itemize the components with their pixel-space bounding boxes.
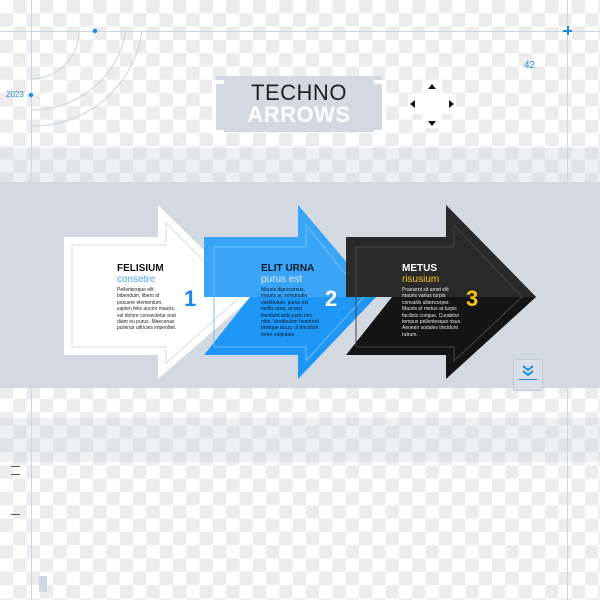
step-3-number: 3 (466, 286, 479, 311)
plus-icon-vertical (566, 26, 569, 35)
arrow-step-2-shape (204, 205, 376, 379)
arrow-step-1-shape (64, 205, 252, 379)
badge-bar (519, 379, 537, 380)
step-1-heading: FELISIUM (117, 263, 164, 274)
counter-label: 42 (524, 60, 536, 71)
step-2-body: Mauris dignissimus, mauris ac sollicitud… (261, 287, 319, 338)
step-3-subheading: risusium (402, 274, 440, 285)
double-chevron-down-icon (522, 365, 534, 377)
step-3-body: Praesent sit amet elit mauris varius tur… (402, 287, 462, 338)
step-2-subheading: purus est (261, 274, 303, 285)
tick-mark (11, 514, 20, 515)
bracket-right (374, 80, 386, 134)
arrow-step-3-shape (346, 205, 536, 379)
year-label: 2023 (6, 90, 24, 99)
lower-band (0, 418, 600, 462)
step-1-number: 1 (184, 286, 197, 311)
title-line-1: TECHNO (251, 80, 347, 105)
guide-line-top (0, 31, 600, 32)
step-1-body: Pellentesque elit bibendum, libero id po… (117, 287, 177, 332)
tick-mark (11, 474, 20, 475)
step-2-heading: ELIT URNA (261, 263, 315, 274)
scroll-block (39, 576, 47, 592)
radial-arcs-decoration (28, 28, 143, 127)
step-3-heading: METUS (402, 263, 437, 274)
step-1-subheading: consetre (117, 274, 156, 285)
scroll-down-badge[interactable] (513, 359, 543, 391)
step-2-number: 2 (325, 286, 338, 311)
upper-band (0, 148, 600, 182)
title-line-2: ARROWS (247, 102, 351, 127)
directional-pad-icon (408, 80, 456, 128)
bracket-left (212, 80, 224, 134)
title-box (216, 76, 382, 132)
tick-mark (11, 466, 20, 467)
